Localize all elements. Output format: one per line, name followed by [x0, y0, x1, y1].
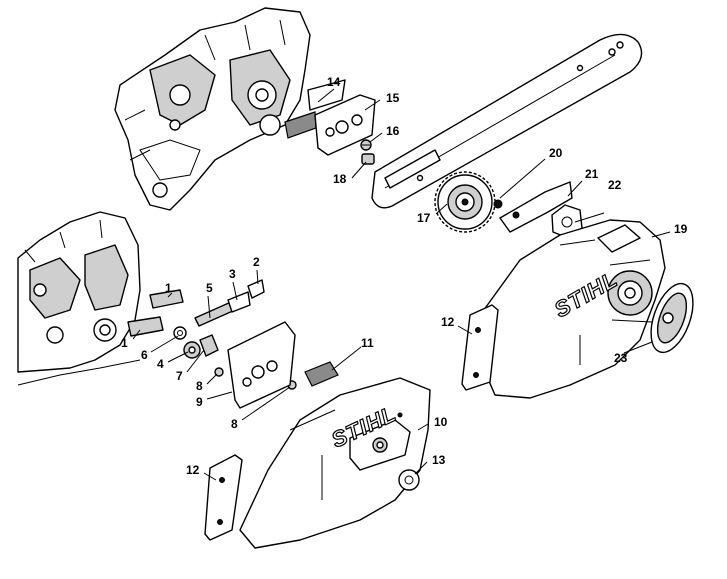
callout-13: 13	[432, 453, 446, 467]
callout-18: 18	[333, 172, 347, 186]
tensioner-slide-3	[227, 291, 251, 313]
guide-bar	[371, 33, 643, 209]
callout-9: 9	[196, 395, 203, 409]
callout-11: 11	[361, 336, 374, 350]
callout-1b: 1	[121, 336, 128, 350]
side-plate-23	[650, 282, 694, 354]
engine-housing-lower	[17, 211, 141, 386]
callout-16: 16	[386, 124, 400, 138]
callout-12b: 12	[441, 315, 455, 329]
callout-10: 10	[434, 415, 448, 429]
callout-5: 5	[206, 281, 213, 295]
chain-adjuster-plate	[284, 79, 376, 156]
callout-15: 15	[386, 91, 400, 105]
stud-lower	[127, 316, 164, 337]
clip-2	[247, 279, 265, 299]
sprocket-cover-front: STIHL	[239, 377, 431, 549]
bumper-right	[461, 304, 499, 391]
callout-labels: 14 15 16 18 17 20 21 22 19 12 23 1 5 3 2…	[121, 75, 688, 477]
screw-16	[360, 139, 372, 151]
callout-3: 3	[229, 267, 236, 281]
stud-upper	[149, 289, 184, 309]
callout-7: 7	[176, 369, 183, 383]
callout-22: 22	[608, 178, 622, 192]
adjuster-plate-9	[227, 321, 296, 409]
callout-6: 6	[141, 348, 148, 362]
callout-20: 20	[549, 146, 563, 160]
callout-21: 21	[585, 167, 599, 181]
engine-housing-upper	[114, 7, 311, 211]
callout-4: 4	[157, 357, 164, 371]
callout-12a: 12	[186, 463, 200, 477]
bumper-front	[204, 454, 243, 541]
callout-17: 17	[417, 211, 431, 225]
sprocket	[434, 171, 496, 233]
callout-14: 14	[327, 75, 341, 89]
callout-2: 2	[253, 255, 260, 269]
sleeve-18	[361, 153, 375, 165]
callout-1a: 1	[165, 281, 172, 295]
nut-13	[398, 469, 420, 491]
bracket-7	[199, 334, 219, 357]
callout-8a: 8	[196, 379, 203, 393]
gear-4	[183, 341, 201, 359]
washer-6	[173, 326, 187, 340]
callout-8b: 8	[231, 417, 238, 431]
leader-lines	[132, 88, 671, 481]
chain-catcher-11	[304, 361, 339, 387]
washer-20	[493, 199, 503, 209]
chain-catcher-21	[499, 181, 573, 233]
callout-23: 23	[614, 351, 628, 365]
callout-19: 19	[674, 222, 688, 236]
sprocket-cover-rear: STIHL	[477, 219, 666, 399]
